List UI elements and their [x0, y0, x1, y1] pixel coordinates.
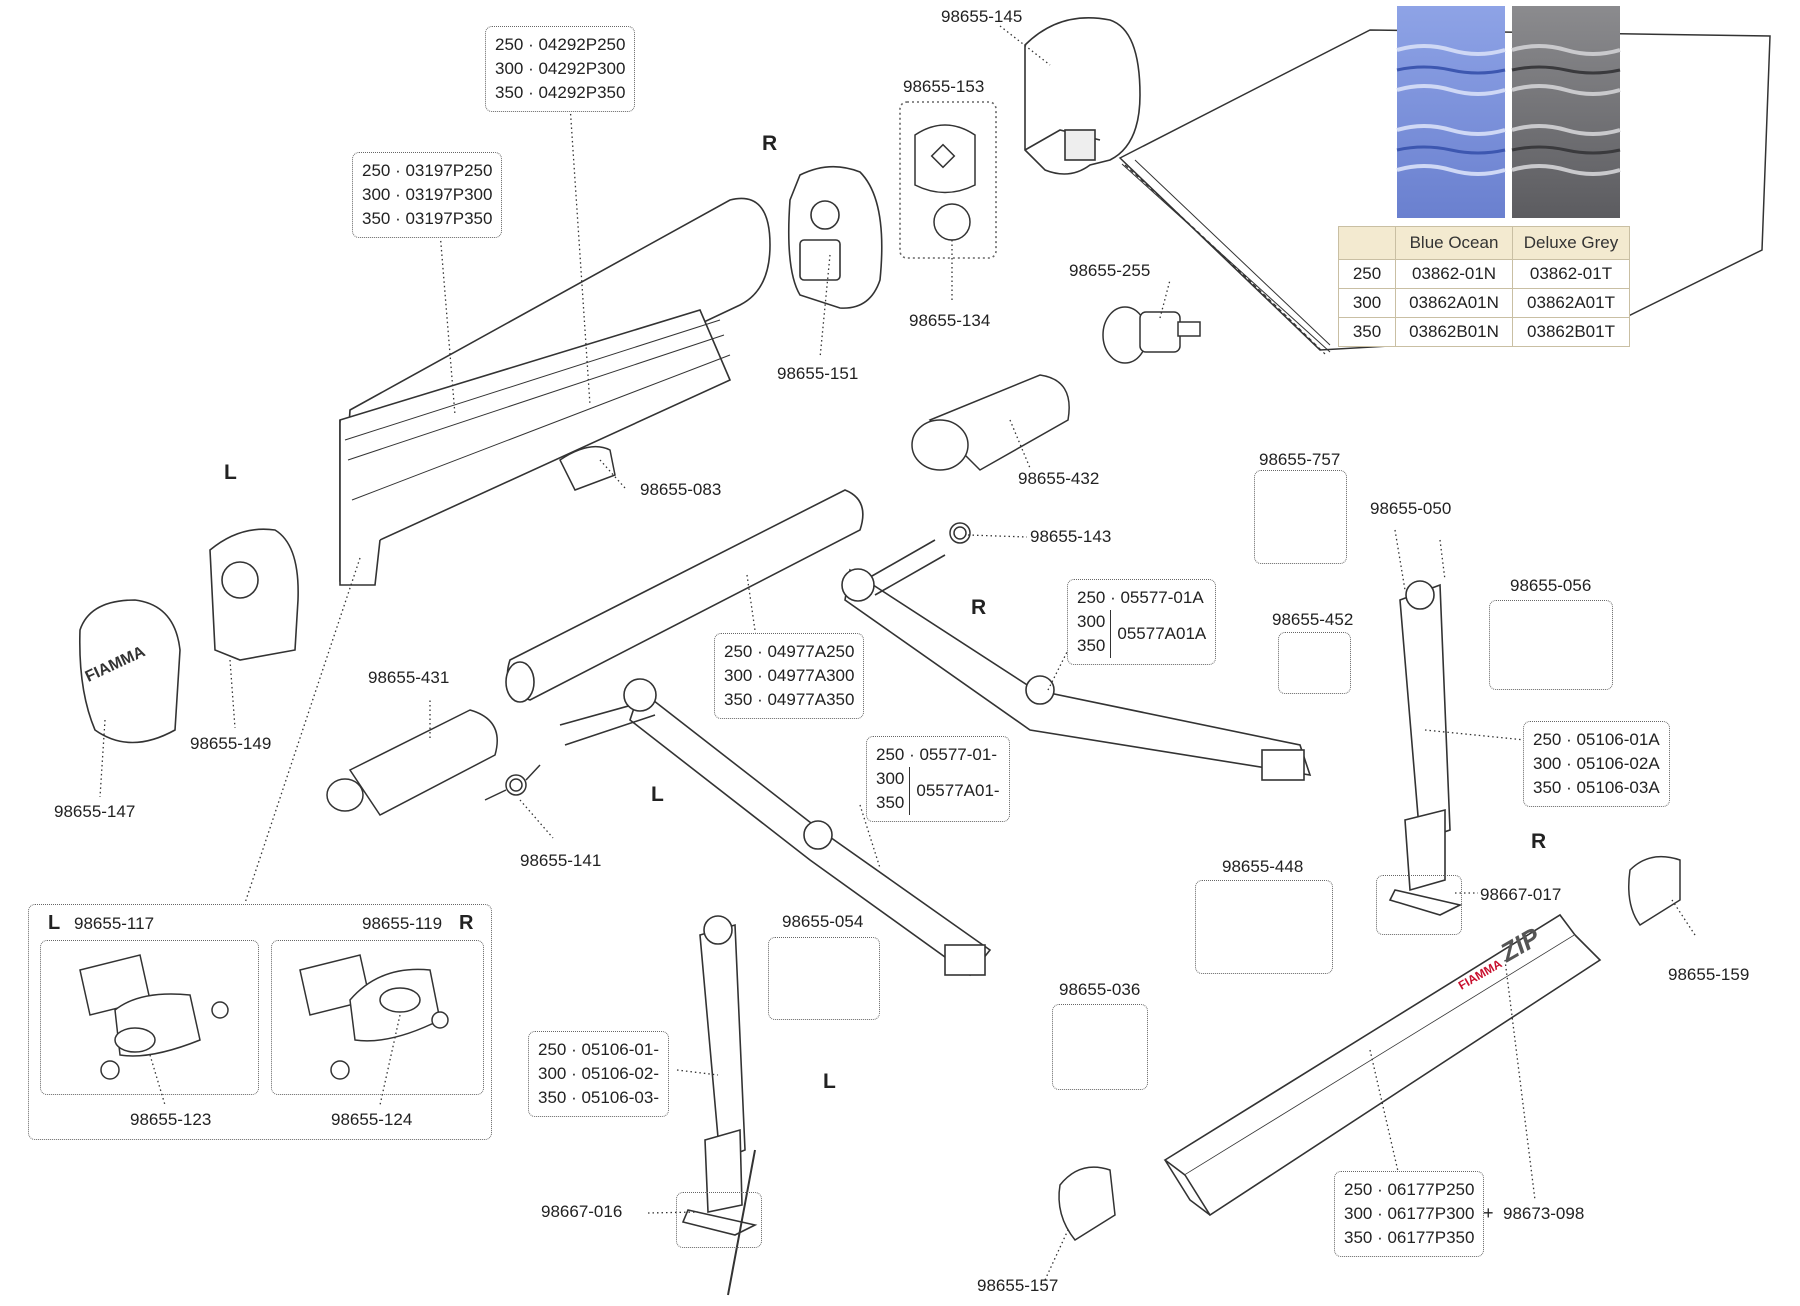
plug-255	[1102, 306, 1201, 364]
box-arm-left: 250 · 05577-01- 300 350 05577A01-	[866, 736, 1010, 822]
box-leg-right: 250 · 05106-01A 300 · 05106-02A 350 · 05…	[1523, 721, 1670, 807]
zip-rail	[1163, 913, 1602, 1217]
hinge-side-l: L	[48, 912, 61, 934]
hinge-left-box	[40, 940, 259, 1095]
spring-141	[484, 764, 541, 801]
group-016	[676, 1192, 762, 1248]
label-98655-153: 98655-153	[903, 77, 985, 96]
label-98673-098: 98673-098	[1503, 1204, 1585, 1223]
label-98655-050: 98655-050	[1370, 499, 1452, 518]
box-arm-right: 250 · 05577-01A 300 350 05577A01A	[1067, 579, 1217, 665]
label-98655-757: 98655-757	[1259, 450, 1341, 469]
box-zip-rail: 250 · 06177P250 300 · 06177P300 350 · 06…	[1334, 1171, 1485, 1257]
group-036	[1052, 1004, 1148, 1090]
slider-083	[559, 445, 616, 491]
side-mark-l-leg: L	[823, 1070, 836, 1093]
label-98655-054: 98655-054	[782, 912, 864, 931]
tube-cap-432	[911, 374, 1070, 471]
label-98667-016: 98667-016	[541, 1202, 623, 1221]
swatch-deluxe-grey	[1511, 6, 1621, 218]
fabric-table-header: Blue Ocean Deluxe Grey	[1338, 226, 1630, 260]
side-mark-r-leg: R	[1531, 830, 1547, 853]
label-98655-255: 98655-255	[1069, 261, 1151, 280]
label-98655-448: 98655-448	[1222, 857, 1304, 876]
table-row: 300 03862A01N 03862A01T	[1338, 288, 1630, 318]
cover-147	[78, 599, 181, 744]
label-98655-143: 98655-143	[1030, 527, 1112, 546]
left-leg	[681, 915, 758, 1296]
label-98655-151: 98655-151	[777, 364, 859, 383]
cover-145	[1024, 17, 1141, 175]
side-mark-r-top: R	[762, 132, 778, 155]
left-end-149	[209, 528, 299, 661]
group-448	[1195, 880, 1333, 974]
group-452	[1278, 632, 1351, 694]
label-98655-134: 98655-134	[909, 311, 991, 330]
group-757	[1254, 470, 1347, 564]
label-98655-431: 98655-431	[368, 668, 450, 687]
group-056	[1489, 600, 1613, 690]
box-leg-left: 250 · 05106-01- 300 · 05106-02- 350 · 05…	[528, 1031, 669, 1117]
label-98655-119: 98655-119	[362, 914, 443, 933]
plus-sign: +	[1483, 1203, 1494, 1223]
label-98667-017: 98667-017	[1480, 885, 1562, 904]
spring-143	[949, 522, 971, 544]
right-leg	[1388, 580, 1463, 916]
bracket-153	[914, 124, 976, 241]
side-mark-l-case: L	[224, 461, 237, 484]
left-arm	[559, 678, 992, 977]
label-98655-432: 98655-432	[1018, 469, 1100, 488]
fabric-table: Blue Ocean Deluxe Grey 250 03862-01N 038…	[1338, 226, 1630, 347]
label-98655-083: 98655-083	[640, 480, 722, 499]
label-98655-117: 98655-117	[74, 914, 155, 933]
label-98655-452: 98655-452	[1272, 610, 1354, 629]
box-front-profile: 250 · 04292P250 300 · 04292P300 350 · 04…	[485, 26, 636, 112]
box-case: 250 · 03197P250 300 · 03197P300 350 · 03…	[352, 152, 503, 238]
tube-end-431	[326, 709, 498, 816]
box-roller-tube: 250 · 04977A250 300 · 04977A300 350 · 04…	[714, 633, 865, 719]
label-98655-036: 98655-036	[1059, 980, 1141, 999]
leader-lines	[99, 25, 1696, 1281]
bracket-159	[1628, 855, 1681, 927]
table-row: 350 03862B01N 03862B01T	[1338, 317, 1630, 347]
hinge-kit-box	[28, 904, 492, 1140]
hinge-side-r: R	[459, 912, 474, 934]
label-98655-149: 98655-149	[190, 734, 272, 753]
right-end-cap	[787, 165, 883, 309]
bracket-157	[1058, 1166, 1116, 1241]
right-arm	[841, 539, 1312, 781]
hinge-right-box	[271, 940, 484, 1095]
awning-case	[339, 197, 771, 586]
table-row: 250 03862-01N 03862-01T	[1338, 259, 1630, 289]
label-98655-157: 98655-157	[977, 1276, 1059, 1295]
label-98655-141: 98655-141	[520, 851, 602, 870]
side-mark-r-arm: R	[971, 596, 987, 619]
label-98655-124: 98655-124	[331, 1110, 413, 1129]
roller-tube	[505, 489, 864, 703]
label-98655-159: 98655-159	[1668, 965, 1750, 984]
swatch-blue-ocean	[1396, 6, 1506, 218]
group-054	[768, 937, 880, 1020]
label-98655-123: 98655-123	[130, 1110, 212, 1129]
side-mark-l-arm: L	[651, 783, 664, 806]
label-98655-056: 98655-056	[1510, 576, 1592, 595]
label-98655-147: 98655-147	[54, 802, 136, 821]
label-98655-145: 98655-145	[941, 7, 1023, 26]
group-017	[1376, 875, 1462, 935]
